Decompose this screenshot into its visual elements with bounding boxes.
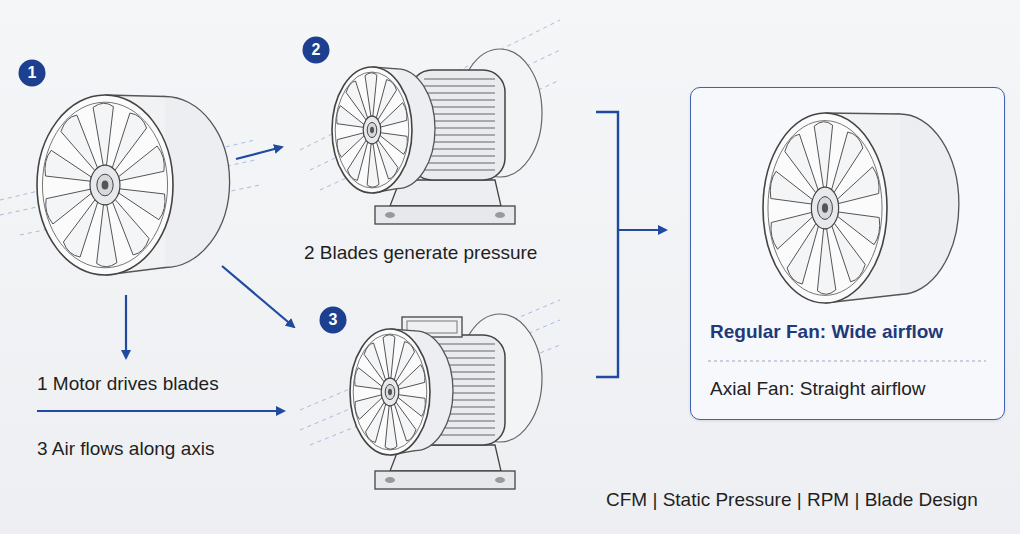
fan-hub	[381, 378, 399, 406]
fan-blade	[365, 73, 377, 116]
fan-rim	[37, 95, 173, 275]
housing-edge	[825, 113, 900, 114]
fan-blade	[838, 212, 880, 245]
box-heading: Regular Fan: Wide airflow	[710, 321, 943, 343]
fan-blade	[61, 115, 98, 170]
arrow	[222, 266, 294, 327]
bolt	[495, 477, 505, 483]
fan-rim	[350, 329, 430, 455]
comparison-box: Regular Fan: Wide airflowAxial Fan: Stra…	[690, 87, 1005, 420]
separator	[708, 361, 986, 362]
callout-badge: 3	[319, 306, 347, 334]
parameter-list: CFM | Static Pressure | RPM | Blade Desi…	[606, 489, 978, 511]
fan-rim-inner	[335, 72, 409, 188]
fan-shaft	[370, 127, 374, 133]
callout-number: 3	[319, 306, 347, 334]
step-label: 3 Air flows along axis	[37, 438, 214, 460]
fan-illustration	[37, 95, 230, 275]
step-label: 2 Blades generate pressure	[304, 242, 537, 264]
fan-blade	[113, 200, 150, 255]
fan-blade	[355, 395, 382, 419]
fan-blade	[394, 402, 416, 441]
callout-number: 2	[302, 36, 330, 64]
fan-blade	[119, 146, 165, 181]
flow-arrows	[37, 112, 666, 411]
callout-badge: 2	[302, 36, 330, 64]
fan-rim-inner	[768, 121, 882, 296]
arrow	[37, 410, 284, 412]
fan-blade	[832, 223, 865, 281]
fan-blade	[814, 122, 832, 188]
fan-blade	[376, 140, 398, 179]
fan-hub	[385, 384, 395, 399]
fan-blade	[367, 144, 379, 187]
fan-blade	[771, 212, 813, 249]
fan-shaft	[822, 203, 828, 213]
callout-number: 1	[18, 59, 46, 87]
badge-circle	[19, 60, 46, 87]
fan-blade	[785, 134, 818, 193]
fan-blade	[837, 167, 879, 204]
fan-blade	[93, 103, 113, 165]
cooling-fin	[424, 78, 495, 79]
cooling-fin	[424, 155, 495, 156]
badge-circle	[320, 307, 347, 334]
housing-back	[841, 114, 959, 295]
bolt	[385, 477, 395, 483]
badge-circle	[303, 37, 330, 64]
bolt	[385, 212, 395, 218]
cooling-fin	[424, 162, 495, 163]
base-plate	[375, 206, 515, 224]
box-text: Axial Fan: Straight airflow	[710, 378, 925, 400]
fan-hub	[811, 187, 838, 229]
step-label: 1 Motor drives blades	[37, 373, 219, 395]
fan-rim-inner	[353, 334, 427, 450]
cooling-fin	[424, 113, 495, 114]
cooling-fin	[424, 92, 495, 93]
fan-blade	[787, 224, 818, 284]
fan-hub	[90, 165, 120, 205]
fan-hub	[363, 116, 381, 144]
fan-blade	[398, 365, 425, 389]
fan-hub	[367, 122, 377, 137]
fan-rim	[763, 113, 887, 303]
fan-drawing	[763, 113, 959, 303]
cooling-fin	[424, 99, 495, 100]
housing	[825, 113, 900, 303]
fan-blade	[770, 171, 812, 204]
fan-drawings	[37, 49, 542, 489]
fan-blade	[383, 335, 395, 378]
fan-blade	[97, 205, 117, 267]
fan-blade	[817, 229, 835, 295]
arrow	[125, 295, 127, 358]
fan-shaft	[102, 181, 109, 190]
fan-blade	[346, 81, 368, 120]
fan-rim	[332, 67, 412, 193]
bracket	[596, 112, 618, 377]
cooling-fin	[424, 148, 495, 149]
housing-edge	[825, 295, 900, 304]
cooling-fin	[424, 169, 495, 170]
fan-hub	[818, 197, 833, 220]
fan-hub	[97, 174, 113, 196]
fan-blade	[364, 343, 386, 382]
fan-blade	[380, 103, 407, 127]
cooling-fin	[424, 106, 495, 107]
callout-badge: 1	[18, 59, 46, 87]
fan-blade	[46, 189, 92, 224]
fan-blade	[385, 406, 397, 449]
fan-illustration	[763, 113, 959, 303]
base-plate	[375, 471, 515, 489]
fan-blade	[832, 132, 863, 192]
arrow	[618, 229, 666, 231]
fan-shaft	[388, 389, 392, 395]
fan-rim-inner	[42, 102, 167, 268]
bolt	[495, 212, 505, 218]
arrow	[236, 147, 282, 159]
fan-blade	[337, 133, 364, 157]
fan-illustration	[350, 329, 453, 455]
fan-illustration	[332, 67, 435, 193]
cooling-fin	[424, 85, 495, 86]
